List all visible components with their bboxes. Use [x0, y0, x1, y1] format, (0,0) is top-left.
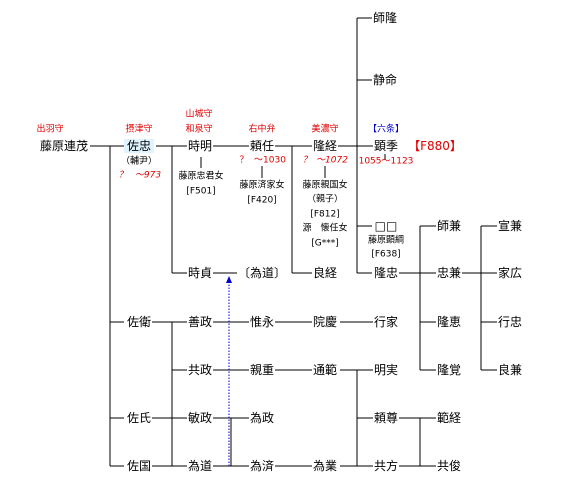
- person-yorito: 頼任: [248, 139, 276, 153]
- person-takae: 隆恵: [435, 315, 463, 329]
- adoption-arrowhead: [226, 276, 232, 283]
- takatsune-wife2-code: [G***]: [311, 238, 339, 249]
- person-yoritaka: 頼尊: [372, 411, 400, 425]
- person-yoshikane: 良兼: [496, 363, 524, 377]
- yorito-wife-code: [F420]: [247, 195, 277, 206]
- person-senkane: 宣兼: [496, 219, 524, 233]
- title-yamashiro: 山城守: [185, 109, 213, 120]
- pair-code: [F638]: [371, 249, 401, 260]
- takatsune-dates: ～1072: [316, 155, 348, 166]
- person-yoshimasa: 善政: [186, 315, 214, 329]
- takatsune-wife2-name: 源 懐任女: [302, 223, 348, 234]
- person-sakoku: 佐国: [125, 459, 153, 473]
- person-chikashige: 親重: [248, 363, 276, 377]
- person-toshimasa: 敏政: [186, 411, 214, 425]
- person-akizane: 明実: [372, 363, 400, 377]
- title-mino: 美濃守: [311, 124, 339, 135]
- akisue-dates: 1055～1123: [358, 156, 414, 167]
- takatsune-wife1-code: [F812]: [310, 209, 340, 220]
- title-dewa: 出羽守: [36, 124, 64, 135]
- takatsune-dates-q: ？: [302, 155, 312, 166]
- person-takatada: 隆忠: [372, 266, 400, 280]
- person-tokiaki: 時明: [186, 139, 214, 153]
- person-unknown-pair: □□: [373, 219, 399, 233]
- person-takasato: 隆覚: [435, 363, 463, 377]
- person-tamemichi: 為道: [186, 459, 214, 473]
- person-suketada: 佐忠: [123, 139, 155, 153]
- yorito-dates: ～1030: [254, 155, 286, 166]
- suketada-dates: ～973: [134, 170, 162, 181]
- takatsune-wife1-note: （親子）: [306, 194, 344, 205]
- person-fujiwara-renmo: 藤原連茂: [38, 139, 90, 153]
- yorito-dates-q: ？: [239, 155, 249, 166]
- person-korenaga: 惟永: [248, 315, 276, 329]
- person-seimei: 静命: [371, 73, 399, 87]
- person-sashi: 佐氏: [125, 411, 153, 425]
- person-morokane: 師兼: [435, 219, 463, 233]
- person-inkei: 院慶: [311, 315, 339, 329]
- suketada-dates-q: ？: [118, 170, 128, 181]
- title-uchuben: 右中弁: [248, 124, 276, 135]
- person-yukitada: 行忠: [496, 315, 524, 329]
- person-tomomasa: 共政: [186, 363, 214, 377]
- person-tamenari: 為業: [311, 459, 339, 473]
- person-tomotoshi: 共俊: [435, 459, 463, 473]
- person-tomokata: 共方: [372, 459, 400, 473]
- takatsune-wife1-name: 藤原親国女: [302, 180, 348, 191]
- person-yukiie: 行家: [372, 315, 400, 329]
- person-michinori: 通範: [311, 363, 339, 377]
- title-rokujo: 【六条】: [367, 124, 405, 135]
- person-noritsune: 範経: [435, 411, 463, 425]
- suketada-note: （輔尹）: [120, 156, 158, 167]
- pair-name: 藤原顕綱: [367, 235, 405, 246]
- tokiaki-wife-name: 藤原忠君女: [178, 171, 224, 182]
- person-idou: 〔為道〕: [236, 266, 288, 280]
- tokiaki-wife-code: [F501]: [186, 186, 216, 197]
- person-tamemasa: 為政: [248, 411, 276, 425]
- akisue-code: 【F880】: [408, 139, 462, 153]
- person-akisue: 顕季: [372, 139, 400, 153]
- person-iehiro: 家広: [496, 266, 524, 280]
- person-tadakane: 忠兼: [435, 266, 463, 280]
- person-tamezumi: 為済: [248, 459, 276, 473]
- person-yoshitsune: 良経: [311, 266, 339, 280]
- yorito-wife-name: 藤原済家女: [239, 180, 285, 191]
- person-sae: 佐衛: [125, 315, 153, 329]
- title-izumi: 和泉守: [185, 124, 213, 135]
- person-takatsune: 隆経: [311, 139, 339, 153]
- title-settsu: 摂津守: [125, 124, 153, 135]
- person-shiryu: 師隆: [371, 11, 399, 25]
- person-tokisada: 時貞: [186, 266, 214, 280]
